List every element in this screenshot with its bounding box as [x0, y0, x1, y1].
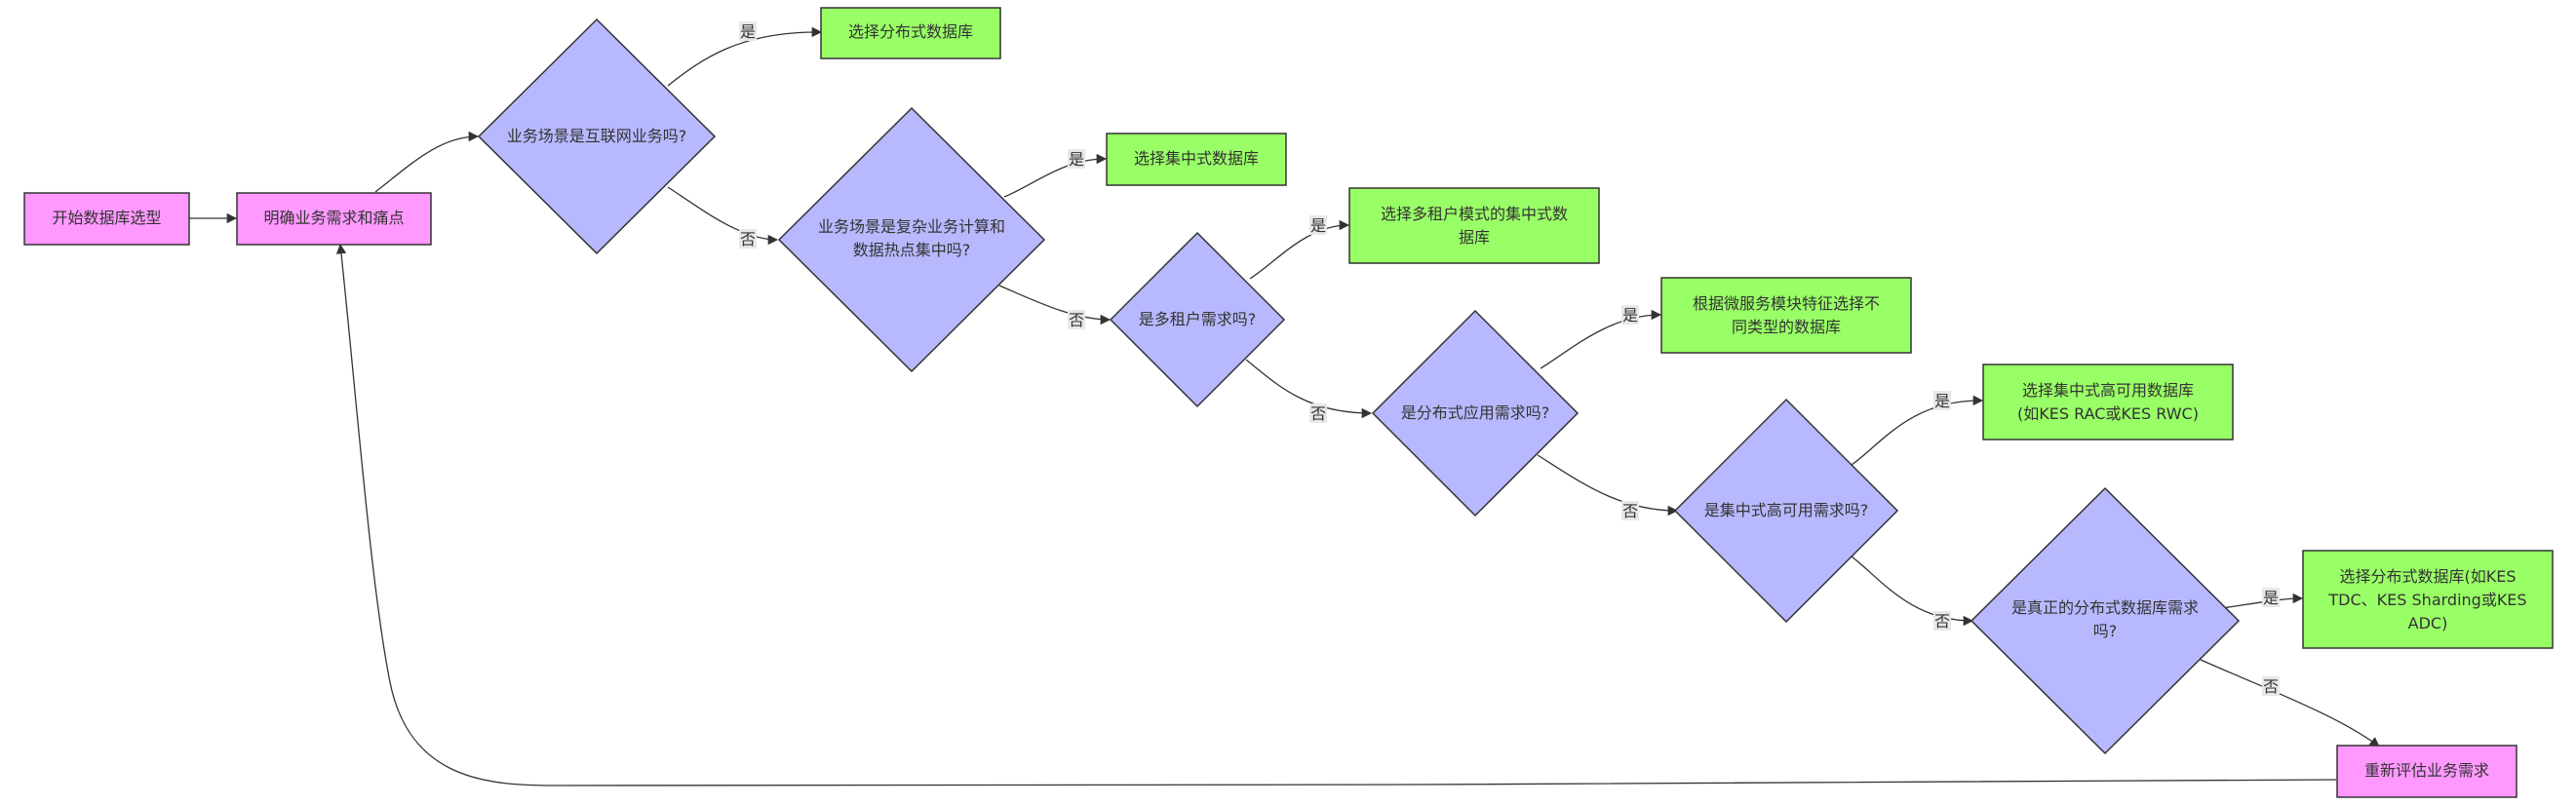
result-centralized: 选择集中式数据库: [1106, 133, 1287, 186]
decision-ha-label: 是集中式高可用需求吗?: [1704, 501, 1869, 519]
svg-text:是: 是: [2263, 589, 2279, 607]
svg-text:是: 是: [740, 22, 756, 41]
result-distributed-2-label-line3: ADC): [2408, 614, 2448, 632]
decision-ha: 是集中式高可用需求吗?: [1673, 398, 1899, 624]
edge-q-complex-yes: [1003, 153, 1108, 198]
svg-text:是: 是: [1622, 306, 1638, 325]
edge-reevaluate-clarify: [335, 243, 2337, 786]
svg-text:否: 否: [1934, 612, 1950, 631]
edge-label-q-internet-no: 否: [739, 229, 757, 249]
edge-label-q-truedist-yes: 是: [2262, 588, 2280, 607]
edge-label-q-complex-yes: 是: [1068, 149, 1085, 169]
decision-truedist-label-line2: 吗?: [2093, 622, 2118, 640]
result-multitenant-label-line2: 据库: [1459, 228, 1490, 247]
node-start: 开始数据库选型: [23, 192, 190, 246]
decision-multitenant-label: 是多租户需求吗?: [1139, 310, 1257, 328]
decision-internet: 业务场景是互联网业务吗?: [477, 18, 717, 255]
svg-text:否: 否: [1622, 502, 1638, 520]
svg-text:否: 否: [2263, 677, 2279, 696]
edge-q-internet-no: [667, 186, 779, 246]
result-distributed-1: 选择分布式数据库: [820, 7, 1001, 59]
result-distributed-1-label: 选择分布式数据库: [848, 22, 973, 41]
decision-internet-label: 业务场景是互联网业务吗?: [507, 127, 687, 145]
edge-label-q-distapp-yes: 是: [1621, 305, 1639, 325]
decision-complex-label-line1: 业务场景是复杂业务计算和: [818, 217, 1005, 236]
edge-label-q-internet-yes: 是: [739, 21, 757, 41]
edge-q-complex-no: [998, 285, 1112, 326]
decision-multitenant: 是多租户需求吗?: [1109, 231, 1286, 408]
edge-q-internet-yes: [667, 26, 823, 87]
result-microservice-label-line2: 同类型的数据库: [1732, 318, 1841, 336]
svg-text:是: 是: [1069, 150, 1084, 169]
edge-label-q-truedist-no: 否: [2262, 676, 2280, 696]
result-distributed-2-label-line2: TDC、KES Sharding或KES: [2327, 591, 2526, 609]
node-start-label: 开始数据库选型: [52, 209, 161, 227]
edge-label-q-multitenant-yes: 是: [1309, 215, 1327, 235]
edge-q-ha-no: [1851, 556, 1974, 627]
result-ha: 选择集中式高可用数据库 (如KES RAC或KES RWC): [1982, 364, 2234, 441]
edge-label-q-ha-no: 否: [1933, 611, 1951, 631]
node-clarify: 明确业务需求和痛点: [236, 192, 432, 246]
edge-label-q-ha-yes: 是: [1933, 391, 1951, 410]
edge-label-q-complex-no: 否: [1068, 310, 1085, 329]
svg-text:否: 否: [1310, 404, 1326, 423]
decision-distapp: 是分布式应用需求吗?: [1371, 309, 1580, 518]
result-ha-label-line1: 选择集中式高可用数据库: [2022, 381, 2194, 400]
edge-q-multitenant-yes: [1249, 219, 1350, 280]
node-clarify-label: 明确业务需求和痛点: [263, 209, 404, 227]
edge-label-q-multitenant-no: 否: [1309, 403, 1327, 423]
node-reevaluate-label: 重新评估业务需求: [2364, 761, 2489, 780]
decision-truedist: 是真正的分布式数据库需求 吗?: [1970, 486, 2241, 755]
svg-text:否: 否: [740, 230, 756, 249]
result-distributed-2-label-line1: 选择分布式数据库(如KES: [2339, 567, 2516, 586]
edge-q-truedist-no: [2200, 659, 2380, 748]
node-reevaluate: 重新评估业务需求: [2336, 745, 2517, 798]
edge-label-q-distapp-no: 否: [1621, 501, 1639, 520]
svg-text:是: 是: [1934, 392, 1950, 410]
svg-text:是: 是: [1310, 216, 1326, 235]
edge-labels: 是 否 是 否 是 否 是 否: [739, 21, 2280, 696]
edge-clarify-q-internet: [374, 131, 480, 193]
edge-q-ha-yes: [1851, 395, 1984, 466]
decision-truedist-label-line1: 是真正的分布式数据库需求: [2011, 598, 2199, 617]
result-multitenant-label-line1: 选择多租户模式的集中式数: [1381, 205, 1568, 223]
result-distributed-2: 选择分布式数据库(如KES TDC、KES Sharding或KES ADC): [2302, 550, 2554, 649]
edge-q-distapp-yes: [1540, 309, 1662, 369]
result-microservice: 根据微服务模块特征选择不 同类型的数据库: [1660, 277, 1912, 354]
result-microservice-label-line1: 根据微服务模块特征选择不: [1693, 294, 1880, 313]
decision-complex: 业务场景是复杂业务计算和 数据热点集中吗?: [777, 106, 1046, 373]
edge-q-multitenant-no: [1245, 359, 1373, 419]
result-multitenant: 选择多租户模式的集中式数 据库: [1348, 187, 1600, 264]
edge-q-distapp-no: [1537, 454, 1679, 517]
decision-complex-label-line2: 数据热点集中吗?: [853, 241, 971, 259]
result-centralized-label: 选择集中式数据库: [1134, 149, 1259, 168]
svg-text:否: 否: [1069, 311, 1084, 329]
decision-distapp-label: 是分布式应用需求吗?: [1401, 403, 1550, 422]
result-ha-label-line2: (如KES RAC或KES RWC): [2017, 404, 2199, 423]
